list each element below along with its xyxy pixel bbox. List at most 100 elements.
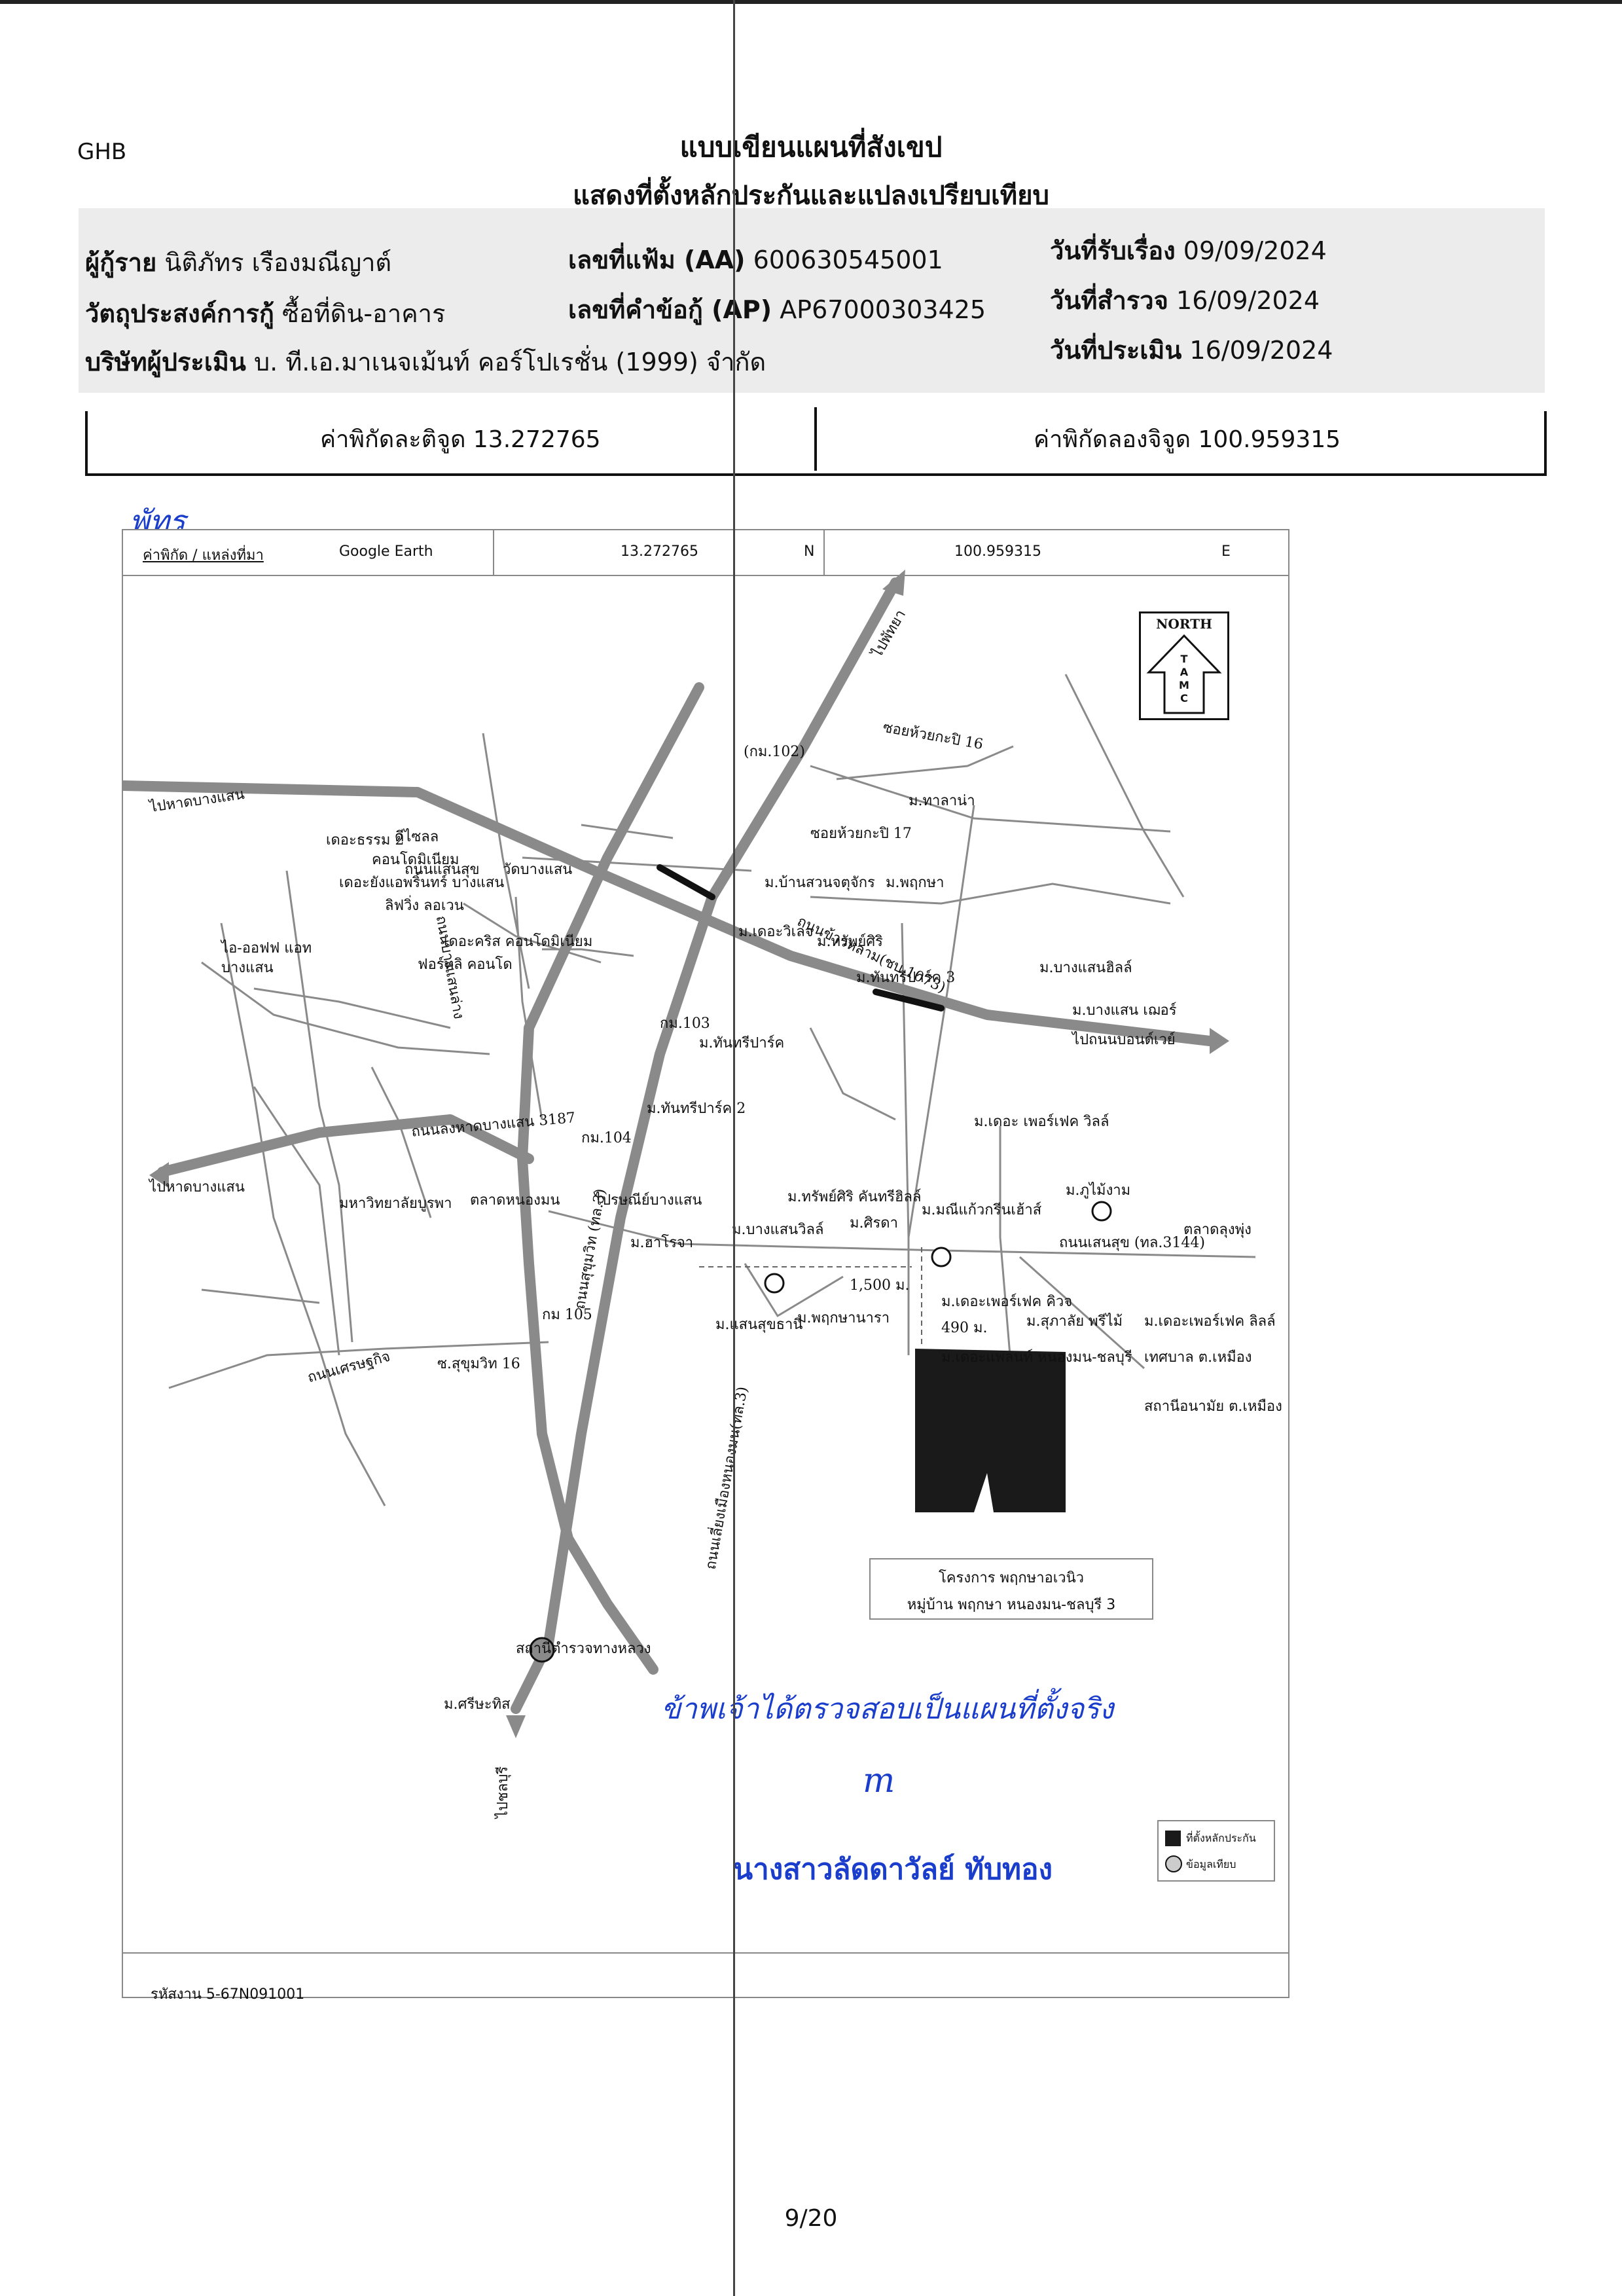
road-line [514,896,543,1120]
arrow-head [1210,1028,1229,1054]
road-line [810,883,1171,905]
place-label: สถานีอนามัย ต.เหมือง [1144,1398,1282,1415]
map-legend: ที่ตั้งหลักประกัน ข้อมูลเทียบ [1157,1820,1275,1882]
place-label: สถานีตำรวจทางหลวง [516,1641,651,1657]
place-label: ม.สุภาลัย พรีไม้ [1026,1313,1123,1330]
legend-comparable-swatch [1165,1855,1182,1872]
place-label: ไปรษณีย์บางแสน [594,1192,702,1209]
road-line [201,1288,320,1304]
comparable-marker [1091,1201,1112,1222]
coordinate-bar: ค่าพิกัดละติจูด 13.272765 ค่าพิกัดลองจิจ… [85,407,1547,476]
appraisal-date-value: 16/09/2024 [1189,336,1333,365]
place-label: ม.ศรีษะทิส [444,1696,511,1713]
place-label: เทศบาล ต.เหมือง [1144,1349,1252,1366]
appraiser-label: บริษัทผู้ประเมิน [85,348,246,376]
place-label: ตลาดลุงพุ่ง [1183,1222,1252,1238]
map-footer-code: รหัสงาน 5-67N091001 [151,1986,305,2003]
place-label: ม.บางแสนฮิลล์ [1039,960,1132,976]
purpose-value: ซื้อที่ดิน-อาคาร [282,299,446,328]
location-map: ค่าพิกัด / แหล่งที่มา Google Earth 13.27… [122,529,1289,2003]
road-highway-3 [511,577,901,1714]
road-line [907,805,975,1238]
road-line [836,745,1014,780]
received-date-value: 09/09/2024 [1183,236,1327,265]
legend-collateral-swatch [1165,1831,1181,1846]
arrow-head [506,1715,526,1738]
road-line [542,948,634,957]
place-label: เดอะธรรม 2 [326,832,405,848]
place-label: 490 ม. [941,1320,988,1336]
road-line [999,1126,1015,1395]
road-line [285,870,353,1343]
road-network [123,570,1256,1738]
request-number-field: เลขที่คำข้อกู้ (AP) AP67000303425 [568,289,986,329]
document-subtitle: แสดงที่ตั้งหลักประกันและแปลงเปรียบเทียบ [573,181,1049,211]
file-number-field: เลขที่แฟ้ม (AA) 600630545001 [568,240,943,280]
map-footer-divider [123,1952,1288,1954]
project-label-box: โครงการ พฤกษาอเวนิว หมู่บ้าน พฤกษา หนองม… [869,1558,1153,1620]
bridge-marker [873,989,945,1011]
road-line [1064,674,1185,898]
borrower-field: ผู้กู้ราย นิติภัทร เรืองมณีญาต์ [85,242,391,282]
map-bar-longitude: 100.959315 [954,543,1041,560]
place-label: ม.บ้านสวนจตุจักร [765,875,875,891]
place-label: คอนโดมิเนียม [372,852,460,868]
place-label: ม.บางแสน เฌอร์ [1072,1002,1177,1019]
place-label: ม.พฤกษา [886,875,945,891]
road-bypass [517,682,704,1675]
road-line [220,922,386,1506]
longitude-text: ค่าพิกัดลองจิจูด 100.959315 [1034,426,1341,453]
appraiser-field: บริษัทผู้ประเมิน บ. ที.เอ.มาเนจเม้นท์ คอ… [85,342,766,382]
project-village: หมู่บ้าน พฤกษา หนองมน-ชลบุรี 3 [907,1597,1116,1613]
road-line [253,987,451,1029]
borrower-value: นิติภัทร เรืองมณีญาต์ [164,248,392,277]
place-label: ม.ทรัพย์ศิริ คันทรีฮิลล์ [787,1189,922,1205]
place-label: ม.บางแสนวิลล์ [732,1222,824,1238]
north-arrow-box: NORTH TAMC [1139,611,1229,720]
place-label: ม.เดอะวิเลจ [738,924,814,940]
road-line [253,1086,340,1356]
map-bar-latitude: 13.272765 [621,543,698,560]
map-bar-n: N [804,543,815,560]
coordinate-divider [814,407,817,471]
place-label: ไปชลบุรี [495,1766,512,1819]
header-info-box [79,208,1545,393]
place-label: ม.มณีแก้วกรีนเฮ้าส์ [922,1202,1042,1218]
scan-line [733,0,735,2296]
place-label: ม.เดอะแพลนท์ หนองมน-ชลบุรี [941,1349,1132,1366]
north-logo: TAMC [1179,653,1189,704]
appraisal-date-field: วันที่ประเมิน 16/09/2024 [1050,330,1333,370]
map-header-bar: ค่าพิกัด / แหล่งที่มา Google Earth 13.27… [123,530,1288,576]
place-label: ม.ทรัพย์ศิริ [817,934,883,950]
collateral-plot [915,1349,1066,1512]
legend-collateral-label: ที่ตั้งหลักประกัน [1186,1832,1256,1844]
signatory-name: นางสาวลัดดาวัลย์ ทับทอง [733,1853,1053,1886]
place-label: ไปหาดบางแสน [149,1179,245,1195]
appraisal-date-label: วันที่ประเมิน [1050,336,1182,365]
request-number-value: AP67000303425 [780,295,986,324]
road-line [810,765,1171,833]
survey-date-value: 16/09/2024 [1176,286,1320,315]
place-label: เดอะยังแอพริ้นทร์ บางแสน [339,875,505,891]
place-label: ม.พฤกษานารา [797,1310,890,1326]
bridge-marker [657,864,715,900]
document-title: แบบเขียนแผนที่สังเขป [679,131,943,163]
place-label: 1,500 ม. [850,1277,910,1294]
police-station-marker [529,1637,555,1663]
place-label: ม.เดอะเพอร์เฟค คิวจ [941,1294,1073,1310]
road-line [809,1027,896,1121]
file-number-value: 600630545001 [753,246,943,274]
latitude-text: ค่าพิกัดละติจูด 13.272765 [320,426,601,453]
received-date-field: วันที่รับเรื่อง 09/09/2024 [1050,230,1327,270]
road-label: ซ.สุขุมวิท 16 [437,1356,520,1372]
arrow-head [882,570,905,596]
place-label: ม.เดอะเพอร์เฟค ลิลล์ [1144,1313,1276,1330]
place-label: (กม.102) [744,744,805,760]
handwritten-initials: m [863,1761,895,1800]
place-label: กม.104 [581,1130,632,1146]
purpose-label: วัตถุประสงค์การกู้ [85,299,274,328]
road-line [168,1341,549,1389]
map-bar-e: E [1221,543,1231,560]
corner-code: GHB [77,139,127,165]
page-number: 9/20 [784,2205,838,2232]
